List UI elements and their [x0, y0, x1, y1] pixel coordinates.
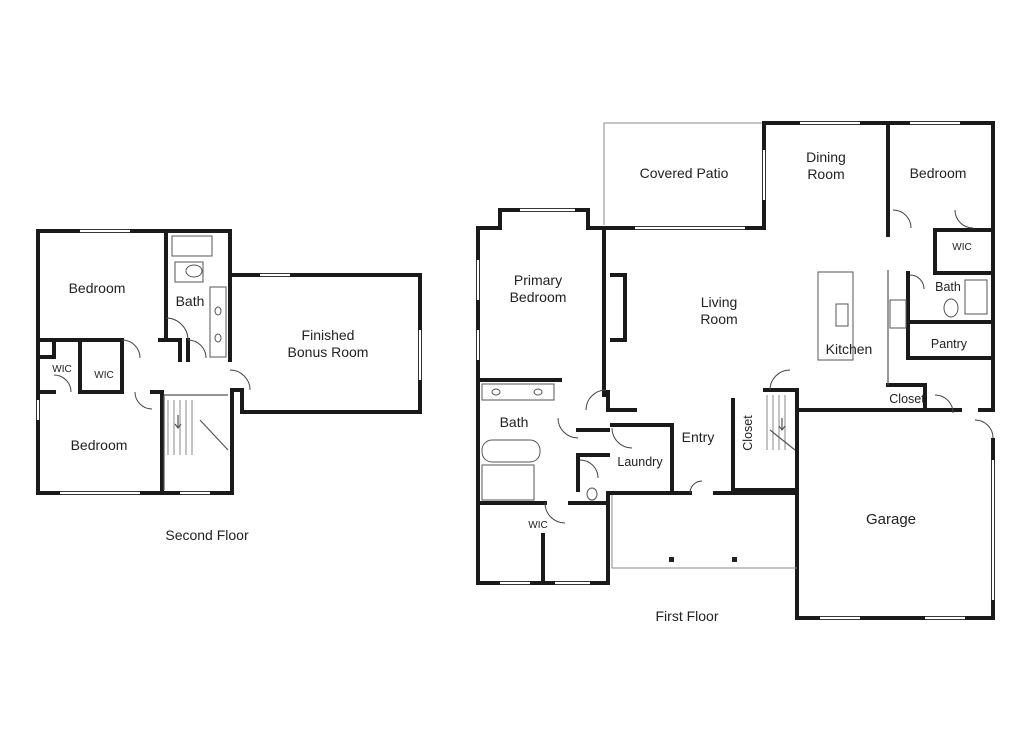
bonus-room-label-line2: Bonus Room [288, 344, 369, 360]
entry-label: Entry [682, 429, 715, 445]
first-floor-wic-right-label: WIC [952, 242, 971, 253]
second-floor-caption: Second Floor [165, 527, 249, 543]
living-room-label-line1: Living [701, 294, 738, 310]
second-floor-plan [36, 229, 422, 495]
primary-bath-label: Bath [500, 414, 529, 430]
dining-room-label-line1: Dining [806, 149, 846, 165]
first-floor-bedroom-label: Bedroom [910, 165, 967, 181]
closet-vertical-label: Closet [741, 415, 755, 451]
pantry-label: Pantry [931, 337, 968, 351]
second-floor-wic-right-label: WIC [94, 370, 113, 381]
garage-label: Garage [866, 511, 916, 528]
living-room-label-line2: Room [700, 311, 737, 327]
second-floor-bedroom-bottom-label: Bedroom [71, 437, 128, 453]
bonus-room-label-line1: Finished [302, 327, 355, 343]
closet-right-label: Closet [889, 392, 925, 406]
covered-patio-label: Covered Patio [640, 165, 729, 181]
first-floor-caption: First Floor [656, 608, 719, 624]
primary-bedroom-label-line1: Primary [514, 272, 562, 288]
primary-wic-label: WIC [528, 520, 547, 531]
primary-bedroom-label-line2: Bedroom [510, 289, 567, 305]
second-floor-bath-label: Bath [176, 293, 205, 309]
second-floor-wic-left-label: WIC [52, 364, 71, 375]
second-floor-bedroom-top-label: Bedroom [69, 280, 126, 296]
first-floor-plan [476, 121, 995, 620]
laundry-label: Laundry [617, 455, 663, 469]
kitchen-label: Kitchen [826, 341, 873, 357]
first-floor-bath-right-label: Bath [935, 280, 961, 294]
dining-room-label-line2: Room [807, 166, 844, 182]
